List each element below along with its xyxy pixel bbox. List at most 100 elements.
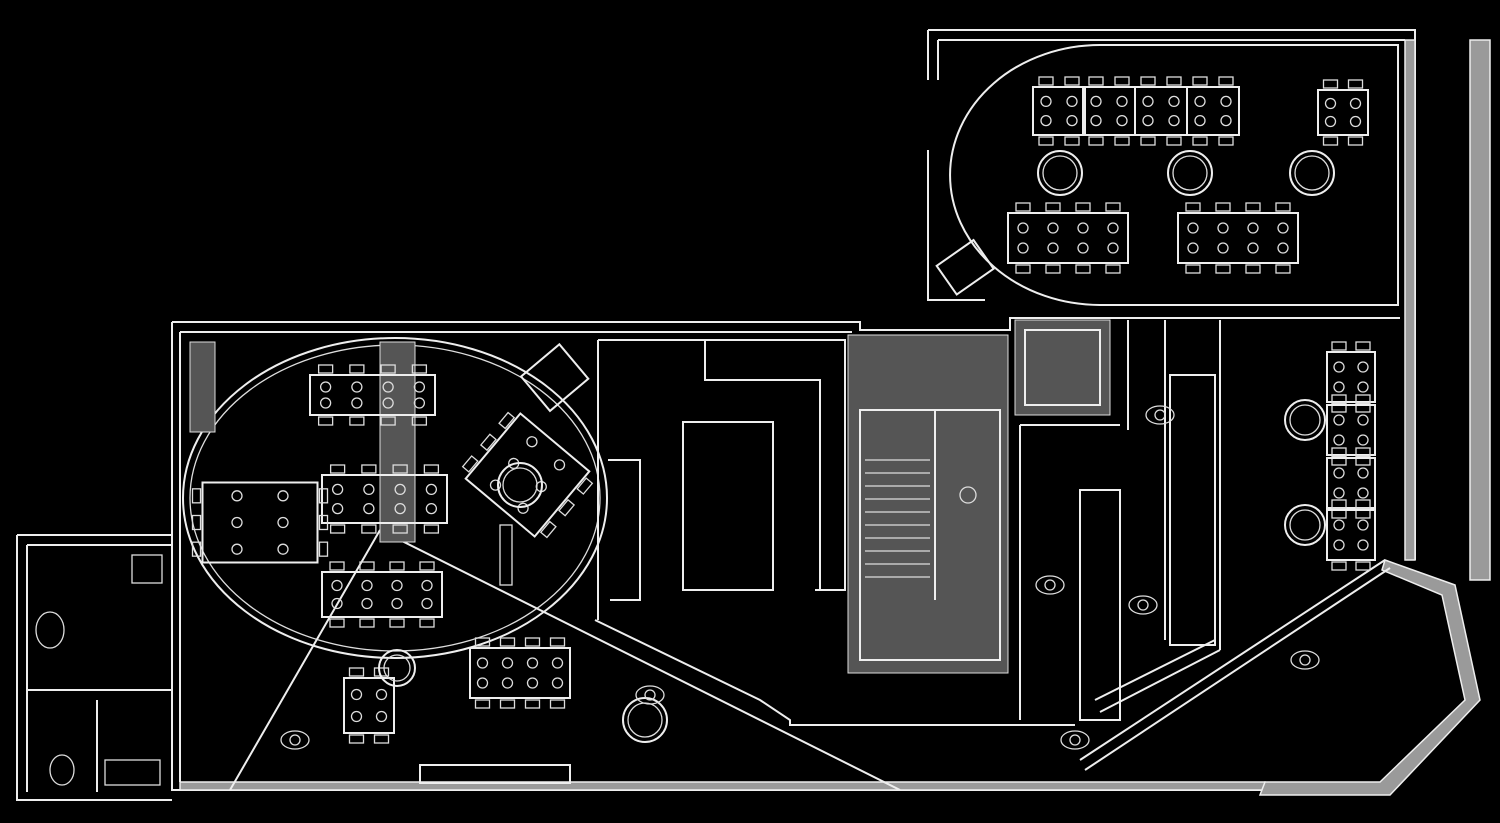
chair-icon [419,561,435,571]
place-setting [277,543,289,555]
stairs [865,410,977,600]
stair-well [859,409,1001,661]
chair-icon [1331,447,1347,457]
person-shoulders [280,730,310,750]
place-setting [394,483,406,496]
chair-icon [1275,202,1291,212]
table-icon [1082,76,1136,146]
table-icon [469,637,571,709]
chair-icon [1355,561,1371,571]
chair-icon [1015,264,1031,274]
upper-block-wall [927,29,1416,560]
round-table-inner [1172,155,1208,191]
chair-icon [1331,394,1347,404]
place-setting [1217,242,1229,254]
chair-icon [549,699,566,709]
person-head [1154,409,1166,421]
round-table-inner [1289,404,1321,436]
chair-icon [539,520,557,539]
toilet-fixtures [35,554,163,786]
bottom-wall [179,781,1270,791]
sink-icon [104,759,161,786]
chair-icon [1322,136,1339,146]
chair-icon [474,637,491,647]
chair-icon [1105,202,1121,212]
place-setting [391,597,403,610]
place-setting [1142,114,1154,127]
table-icon [1007,202,1129,274]
place-setting [421,579,433,592]
place-setting [1357,381,1369,393]
round-table-icon [497,462,543,508]
chair-icon [411,416,428,426]
place-setting [1357,467,1369,479]
place-setting [551,677,564,689]
place-setting [1357,539,1369,551]
corridor [1019,320,1221,720]
person-shoulders [1290,650,1320,670]
table-top [1326,404,1376,456]
chair-icon [191,488,202,504]
place-setting [382,381,394,393]
chair-icon [380,416,396,426]
place-setting [1357,414,1369,426]
place-setting [1168,114,1180,127]
place-setting [1187,242,1199,254]
place-setting [319,397,332,409]
table-top [1326,457,1376,509]
table-icon [191,481,329,564]
place-setting [413,381,426,393]
place-setting [1047,222,1059,234]
table-top [321,474,448,524]
chair-icon [318,514,329,531]
chair-icon [1331,499,1347,509]
chair-icon [499,637,516,647]
display-case [519,342,590,413]
chair-icon [392,524,408,534]
table-icon [1134,76,1188,146]
table-top [1177,212,1299,264]
chair-icon [1088,76,1104,86]
place-setting [551,657,564,669]
chair-icon [1064,76,1080,86]
place-setting [350,710,363,723]
chair-icon [348,667,365,677]
round-table-inner [383,654,411,682]
place-setting [331,483,344,496]
place-setting [508,457,520,470]
place-setting [1333,434,1345,446]
place-setting [526,657,539,669]
chair-icon [423,464,440,474]
place-setting [1349,97,1362,110]
place-setting [350,688,363,701]
furniture [191,76,1376,744]
chair-icon [191,514,202,531]
table-top [309,374,436,416]
place-setting [351,381,363,393]
round-table-inner [1042,155,1078,191]
person-head [1299,654,1311,666]
place-setting [361,597,373,610]
chair-icon [1064,136,1080,146]
round-table-inner [502,467,538,503]
place-setting [1194,114,1206,127]
person-shoulders [635,685,665,705]
stair-core [847,334,1009,674]
chair-icon [1185,264,1201,274]
person-shoulders [1145,405,1175,425]
table-top [1326,351,1376,403]
round-table-icon [1037,150,1083,196]
table-top [1186,86,1240,136]
person-icon [1145,405,1175,425]
table-icon [1326,394,1376,466]
counter-diagonal [1094,639,1221,713]
table-top [1007,212,1129,264]
table-icon [1032,76,1086,146]
lift-shaft [1014,319,1111,416]
place-setting [1040,114,1052,127]
chair-icon [1166,136,1182,146]
chair-icon [499,699,516,709]
place-setting [1168,95,1180,108]
place-setting [1349,115,1362,128]
